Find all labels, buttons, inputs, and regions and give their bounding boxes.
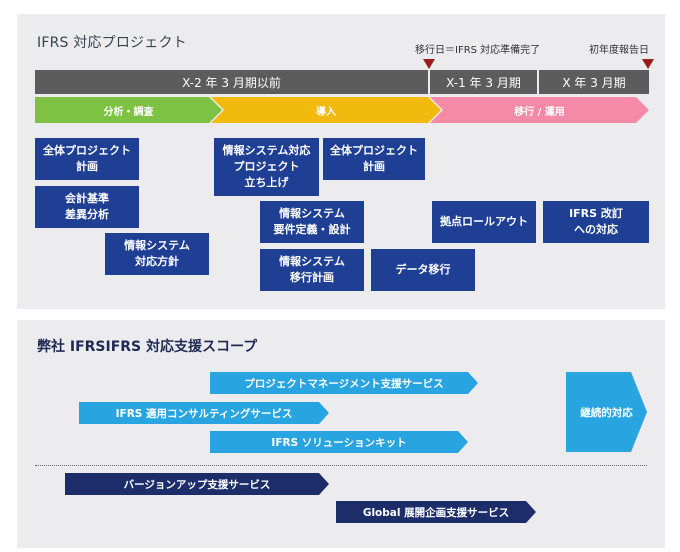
phase-operation: 移行 / 運用 [430, 97, 649, 123]
phase-introduction: 導入 [211, 97, 441, 123]
task-is-policy: 情報システム 対応方針 [105, 233, 209, 275]
service-ifrs-consulting: IFRS 適用コンサルティングサービス [79, 402, 329, 424]
milestone-first-report-label: 初年度報告日 [589, 45, 649, 56]
service-solution-kit: IFRS ソリューションキット [210, 431, 468, 453]
scope-divider [35, 465, 647, 466]
task-is-project-launch: 情報システム対応 プロジェクト 立ち上げ [214, 138, 319, 196]
milestone-transition-label: 移行日＝IFRS 対応準備完了 [415, 45, 541, 56]
service-global-planning: Global 展開企画支援サービス [336, 501, 536, 523]
service-version-up: バージョンアップ支援サービス [65, 473, 329, 495]
task-overall-plan-2: 全体プロジェクト 計画 [323, 138, 425, 180]
period-bar-x1: X-1 年 3 月期 [430, 70, 537, 94]
task-is-requirements-design: 情報システム 要件定義・設計 [260, 201, 364, 243]
period-bar-x2: X-2 年 3 月期以前 [35, 70, 428, 94]
task-data-migration: データ移行 [371, 249, 475, 291]
phase-analysis: 分析・調査 [35, 97, 222, 123]
scope-title: 弊社 IFRSIFRS 対応支援スコープ [37, 339, 258, 355]
task-ifrs-revision: IFRS 改訂 への対応 [543, 201, 649, 243]
service-continuous-support: 継続的対応 [566, 372, 647, 452]
service-pm-support: プロジェクトマネージメント支援サービス [210, 372, 478, 394]
roadmap-title: IFRS 対応プロジェクト [37, 35, 187, 51]
scope-panel: 弊社 IFRSIFRS 対応支援スコープ プロジェクトマネージメント支援サービス… [17, 320, 665, 548]
period-bar-x: X 年 3 月期 [539, 70, 649, 94]
task-accounting-gap-analysis: 会計基準 差異分析 [35, 186, 139, 228]
task-site-rollout: 拠点ロールアウト [432, 201, 536, 243]
milestone-first-report-marker [642, 59, 654, 69]
milestone-transition-marker [423, 59, 435, 69]
roadmap-panel: IFRS 対応プロジェクト 移行日＝IFRS 対応準備完了 初年度報告日 X-2… [17, 14, 665, 309]
task-is-migration-plan: 情報システム 移行計画 [260, 249, 364, 291]
task-overall-plan: 全体プロジェクト 計画 [35, 138, 139, 180]
